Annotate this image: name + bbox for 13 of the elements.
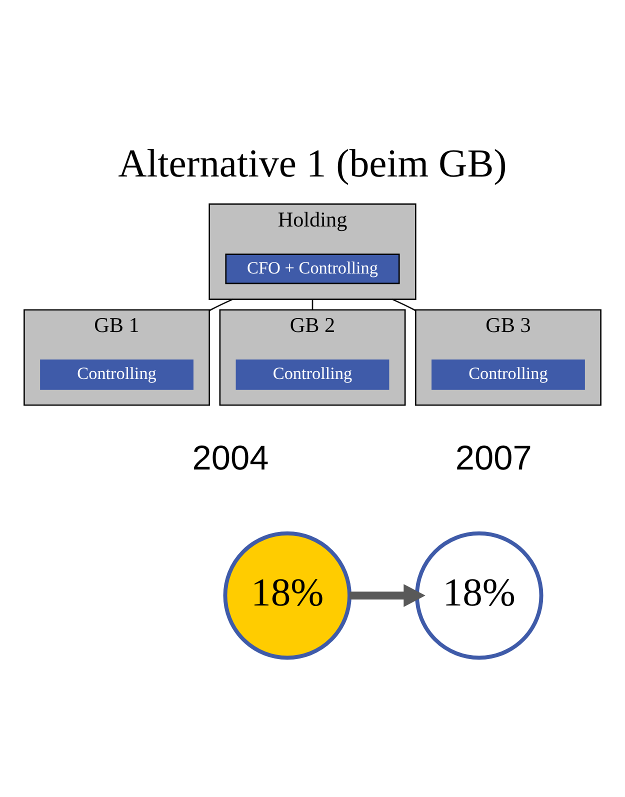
connector [392,298,416,312]
node-label: 2007 [455,440,532,478]
node-circle: 18% [415,531,544,660]
connector [312,299,314,310]
connector [209,298,233,312]
node-box: Controlling [432,359,585,390]
node-label: 2004 [192,440,269,478]
node-box: Controlling [40,359,194,390]
node-box: Controlling [236,359,390,390]
node-circle: 18% [223,531,352,660]
diagram-title: Alternative 1 (beim GB) [118,141,507,186]
node-box: CFO + Controlling [225,254,400,284]
arrow [350,584,426,607]
